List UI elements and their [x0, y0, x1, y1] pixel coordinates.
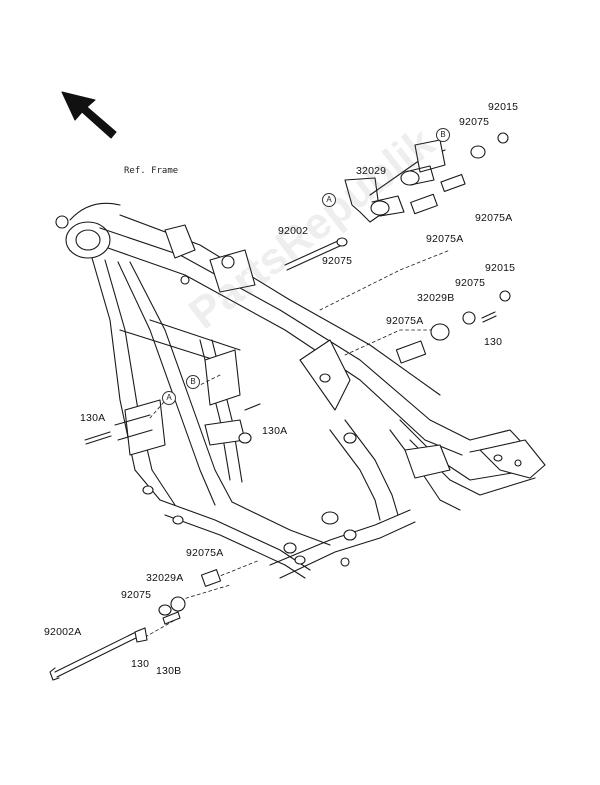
part-32029b: 32029B [417, 292, 455, 304]
part-130b: 130B [156, 665, 182, 677]
part-130a-center: 130A [262, 425, 288, 437]
lower-mount-assembly [49, 403, 261, 681]
callout-a-upper: A [322, 193, 336, 207]
part-32029: 32029 [356, 165, 387, 177]
part-92002a: 92002A [44, 626, 82, 638]
part-130a-left: 130A [80, 412, 106, 424]
part-92075a-1: 92075A [475, 212, 513, 224]
part-92075a-low: 92075A [186, 547, 224, 559]
ref-frame-label: Ref. Frame [124, 166, 179, 176]
callout-b-upper: B [436, 128, 450, 142]
part-130-low: 130 [131, 658, 150, 670]
part-92002: 92002 [278, 225, 309, 237]
upper-mount-bracket-assembly [284, 132, 509, 271]
part-92075-top: 92075 [459, 116, 490, 128]
part-92075-low: 92075 [121, 589, 152, 601]
callout-b-frame: B [186, 375, 200, 389]
part-92075-right: 92075 [455, 277, 486, 289]
part-92075a-right: 92075A [386, 315, 424, 327]
part-92015-right: 92015 [485, 262, 516, 274]
part-92075a-2: 92075A [426, 233, 464, 245]
right-mount-assembly [395, 290, 511, 364]
part-92015-top: 92015 [488, 101, 519, 113]
part-32029a: 32029A [146, 572, 184, 584]
part-130-right: 130 [484, 336, 503, 348]
callout-a-frame: A [162, 391, 176, 405]
direction-arrow-icon [61, 91, 117, 139]
part-92075-mid: 92075 [322, 255, 353, 267]
